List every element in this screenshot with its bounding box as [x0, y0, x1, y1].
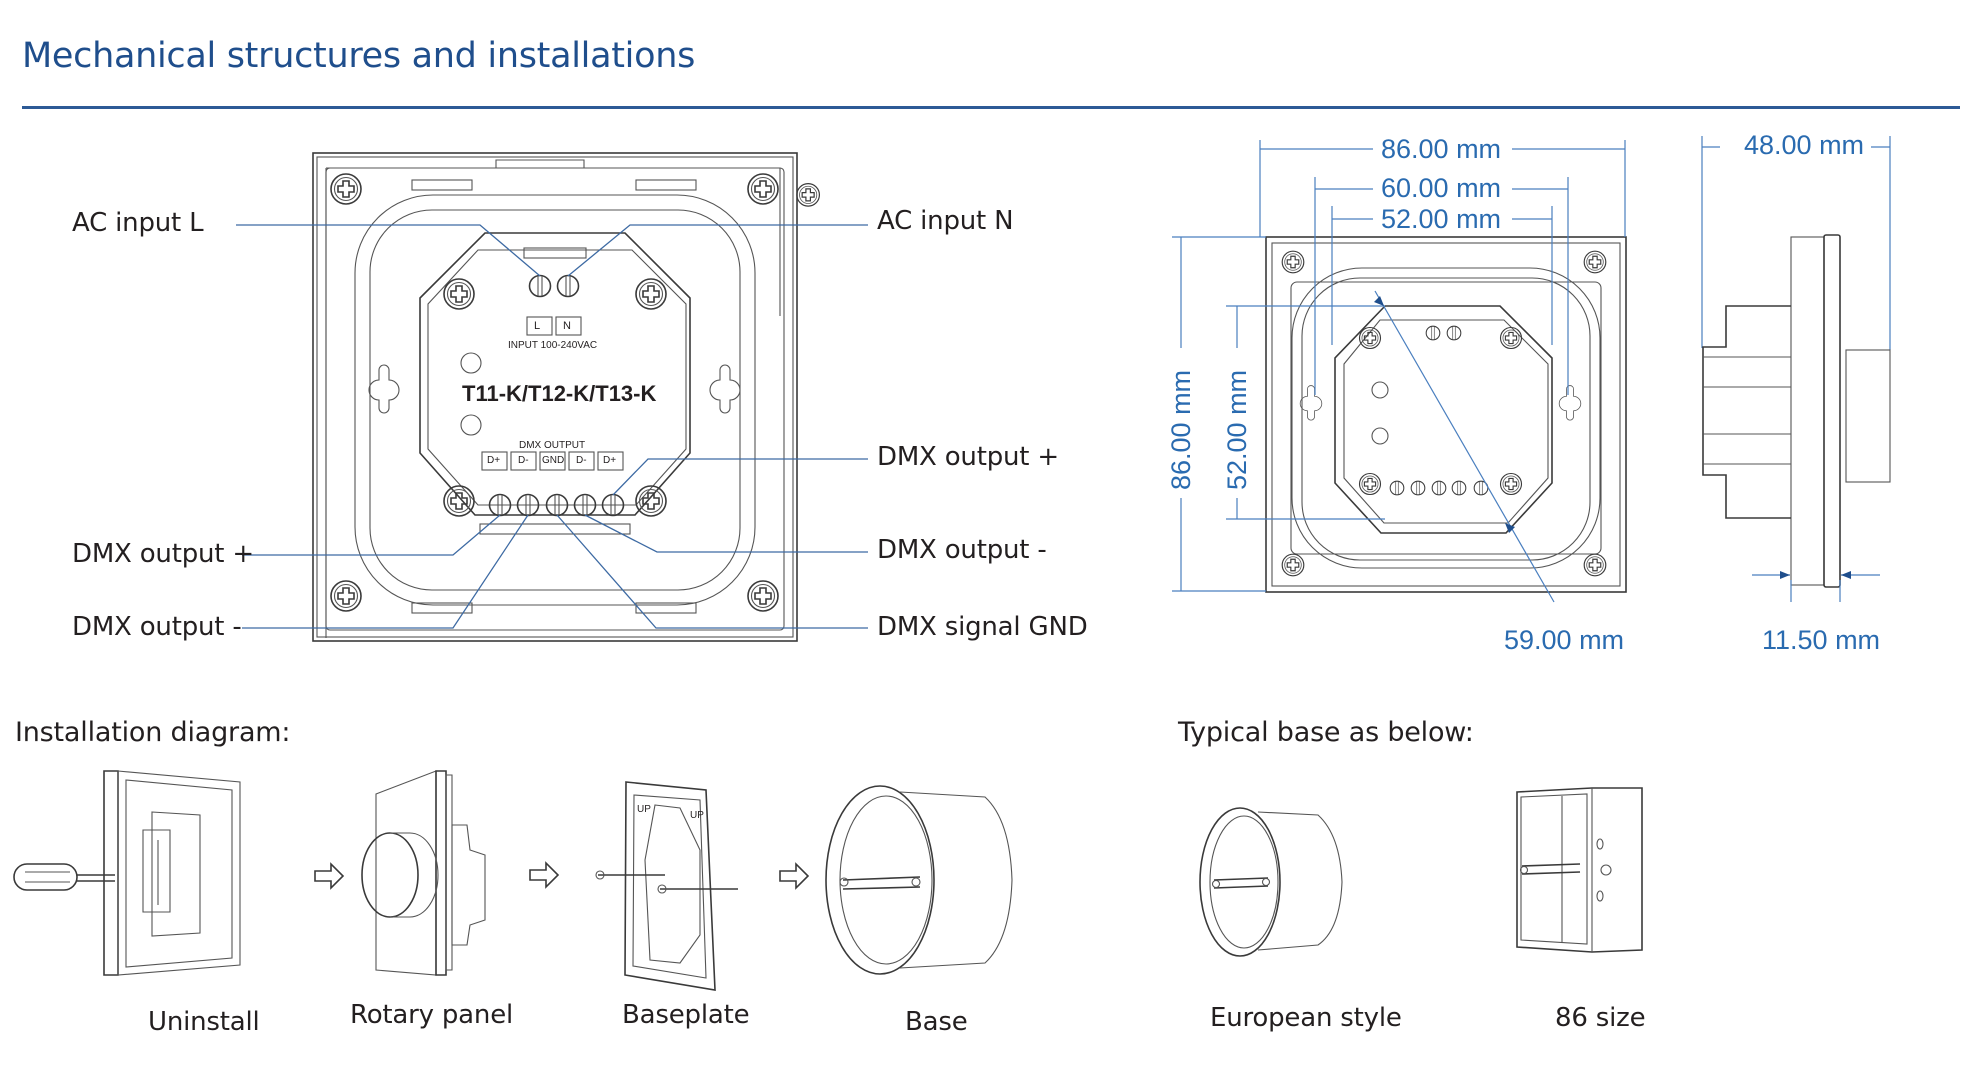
installation-heading: Installation diagram:	[15, 717, 291, 748]
dim-depth: 48.00 mm	[1744, 130, 1865, 160]
step-caption-uninstall: Uninstall	[148, 1007, 260, 1037]
leader-ac-l	[236, 224, 541, 277]
callout-ac-input-l: AC input L	[72, 208, 204, 238]
callout-dmx-output-minus-left: DMX output -	[72, 612, 242, 642]
leader-ac-n	[567, 224, 868, 277]
up-mark: UP	[637, 804, 651, 815]
typical-base-heading: Typical base as below:	[1178, 717, 1474, 748]
step-caption-baseplate: Baseplate	[622, 1000, 750, 1030]
output-terminal-label: D-	[576, 455, 587, 466]
rotary-panel-icon	[361, 770, 486, 976]
hollow-arrow-right-icon	[529, 861, 560, 889]
dimension-arrow-icon	[1841, 571, 1851, 579]
leader-dmx-minus-left	[242, 514, 529, 629]
hollow-arrow-right-icon	[314, 862, 345, 890]
output-terminal-label: D-	[518, 455, 529, 466]
dim-panel-thickness: 11.50 mm	[1762, 625, 1881, 655]
square-86-box-icon	[1516, 787, 1643, 953]
page-title: Mechanical structures and installations	[22, 36, 696, 76]
step-caption-rotary-panel: Rotary panel	[350, 1000, 514, 1030]
output-caption: DMX OUTPUT	[519, 440, 586, 451]
base-caption-european-style: European style	[1210, 1003, 1402, 1033]
up-mark: UP	[690, 810, 704, 821]
callout-dmx-output-plus-left: DMX output +	[72, 539, 254, 569]
callout-dmx-output-minus-right: DMX output -	[877, 535, 1047, 565]
callout-dmx-output-plus-right: DMX output +	[877, 442, 1059, 472]
dim-mount-hole-spacing: 60.00 mm	[1381, 173, 1502, 203]
base-caption-86-size: 86 size	[1555, 1003, 1646, 1033]
dimension-arrow-icon	[1505, 523, 1515, 533]
dimension-arrow-icon	[1374, 296, 1384, 306]
model-number: T11-K/T12-K/T13-K	[462, 381, 657, 406]
leader-dmx-minus-right	[584, 514, 868, 553]
terminal-label-l: L	[534, 320, 541, 332]
output-terminal-label: GND	[542, 455, 565, 466]
output-terminal-label: D+	[603, 455, 617, 466]
callout-ac-input-n: AC input N	[877, 206, 1014, 236]
callout-dmx-signal-gnd: DMX signal GND	[877, 612, 1088, 642]
round-base-icon	[825, 785, 1013, 975]
dim-module-width: 52.00 mm	[1381, 204, 1502, 234]
dimension-arrow-icon	[1780, 571, 1790, 579]
screwdriver-panel-icon	[13, 770, 241, 976]
leader-dmx-plus-right	[612, 458, 868, 496]
dim-diagonal: 59.00 mm	[1504, 625, 1625, 655]
hollow-arrow-right-icon	[779, 862, 810, 890]
european-round-box-icon	[1199, 807, 1343, 957]
leader-dmx-plus-left	[242, 514, 501, 556]
dim-overall-width: 86.00 mm	[1381, 134, 1502, 164]
diagonal-dimension-line	[1374, 290, 1555, 603]
title-divider	[22, 106, 1960, 109]
leader-gnd	[556, 514, 868, 629]
baseplate-icon	[595, 781, 738, 991]
input-caption: INPUT 100-240VAC	[508, 340, 598, 351]
terminal-label-n: N	[563, 320, 571, 332]
step-caption-base: Base	[905, 1007, 968, 1037]
output-terminal-label: D+	[487, 455, 501, 466]
